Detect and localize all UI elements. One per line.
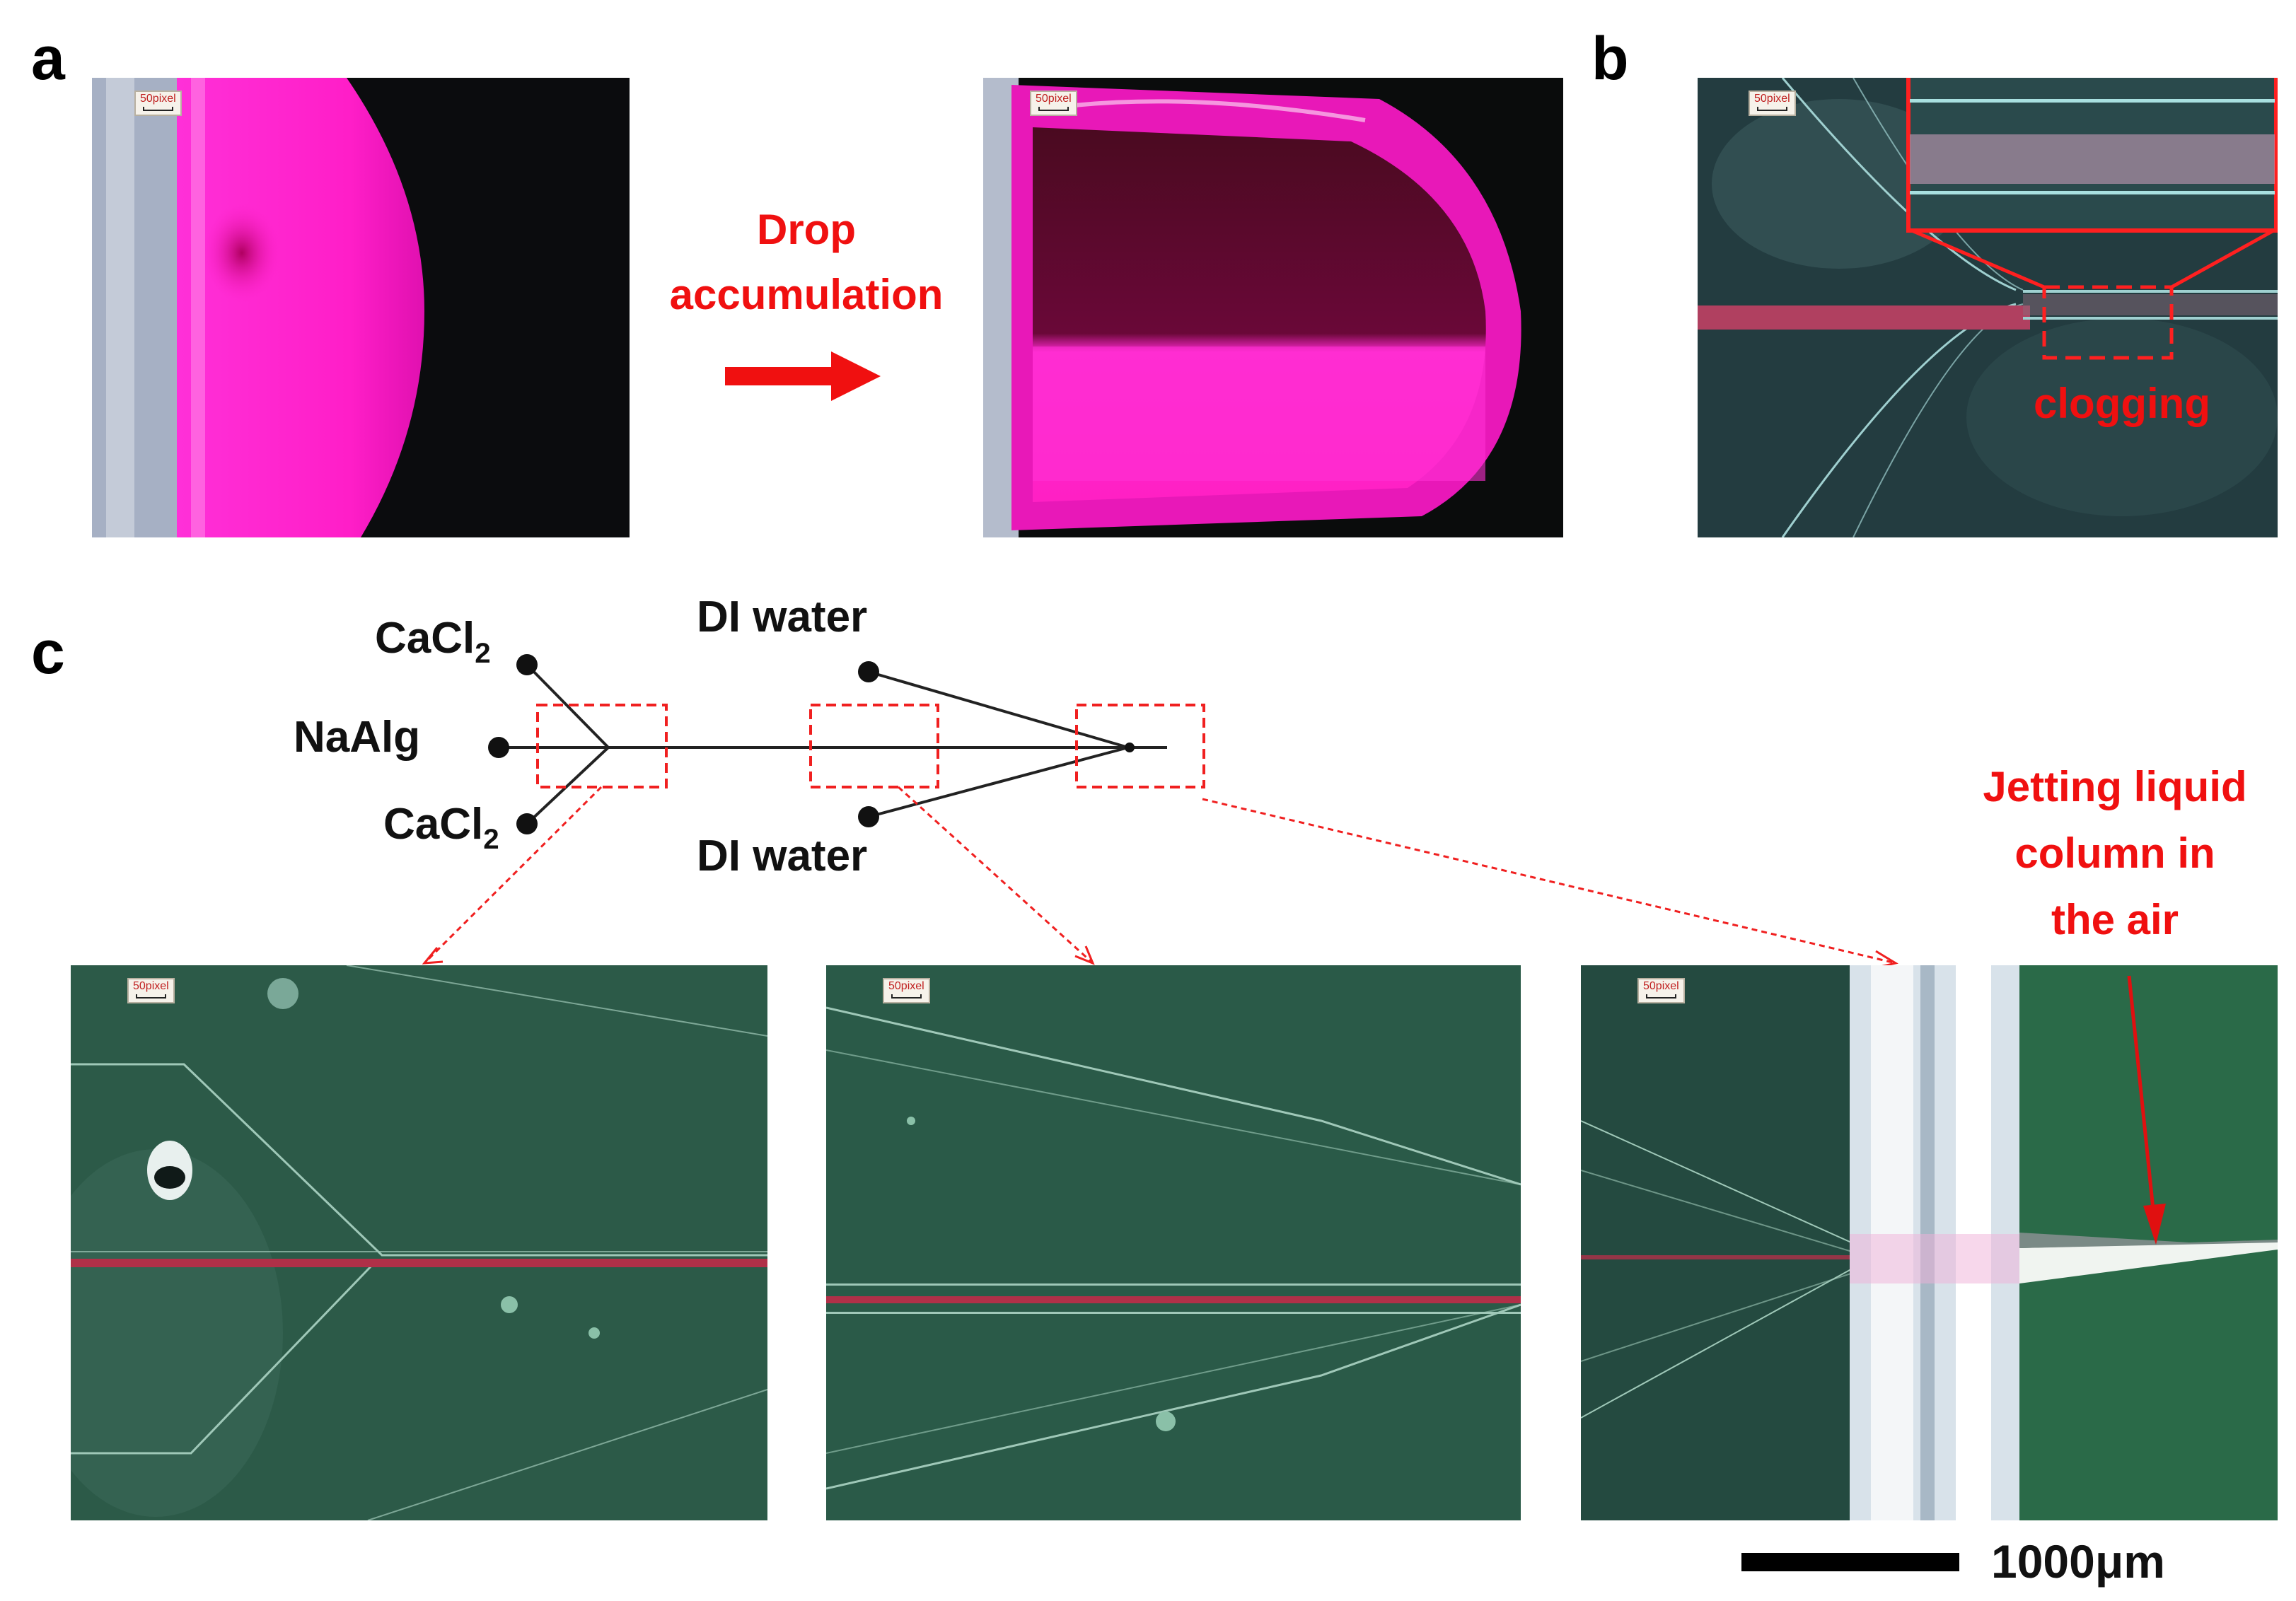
scale-tag: 50pixel — [1749, 91, 1796, 116]
jetting-label-line3: the air — [2051, 896, 2179, 943]
scale-tag: 50pixel — [1030, 91, 1077, 116]
chip-schematic — [422, 654, 1898, 969]
scale-bar-label: 1000μm — [1991, 1535, 2165, 1588]
panel-label-c: c — [31, 619, 65, 687]
panel-label-a: a — [31, 25, 65, 93]
label-cacl2-bottom-sub: 2 — [483, 823, 499, 856]
jetting-label-line2: column in — [2014, 829, 2215, 877]
micrograph-c-outlet: 50pixel — [1581, 965, 2278, 1520]
jetting-label-line1: Jetting liquid — [1983, 763, 2247, 810]
label-di-water-bottom: DI water — [697, 832, 868, 880]
label-di-water-top: DI water — [697, 593, 868, 641]
scale-tag: 50pixel — [1637, 978, 1685, 1003]
micrograph-b-clogging: 50pixel — [1698, 78, 2278, 537]
label-naalg: NaAlg — [294, 713, 421, 762]
sheath-channel-image — [826, 965, 1521, 1520]
arrow-label-line2: accumulation — [669, 271, 944, 318]
scale-bar-line — [1741, 1553, 1959, 1571]
scale-tag: 50pixel — [127, 978, 175, 1003]
right-arrow-icon — [725, 351, 881, 401]
micrograph-a-after: 50pixel — [983, 78, 1563, 537]
label-cacl2-bottom: CaCl2 — [383, 803, 499, 854]
panel-label-b: b — [1591, 25, 1629, 93]
arrow-label-line1: Drop — [757, 206, 856, 253]
jetting-outlet-image — [1581, 965, 2278, 1520]
scale-tag: 50pixel — [883, 978, 930, 1003]
label-cacl2-top-text: CaCl — [375, 614, 475, 663]
flow-focusing-junction-image — [71, 965, 767, 1520]
clogging-label: clogging — [2034, 380, 2210, 427]
label-cacl2-bottom-text: CaCl — [383, 800, 484, 849]
droplet-small-image — [92, 78, 630, 537]
droplet-large-image — [983, 78, 1563, 537]
label-cacl2-top: CaCl2 — [375, 617, 491, 668]
micrograph-a-before: 50pixel — [92, 78, 630, 537]
micrograph-c-middle: 50pixel — [826, 965, 1521, 1520]
clogging-channel-image — [1698, 78, 2278, 537]
scale-tag: 50pixel — [134, 91, 182, 116]
micrograph-c-junction: 50pixel — [71, 965, 767, 1520]
label-cacl2-top-sub: 2 — [475, 637, 491, 670]
